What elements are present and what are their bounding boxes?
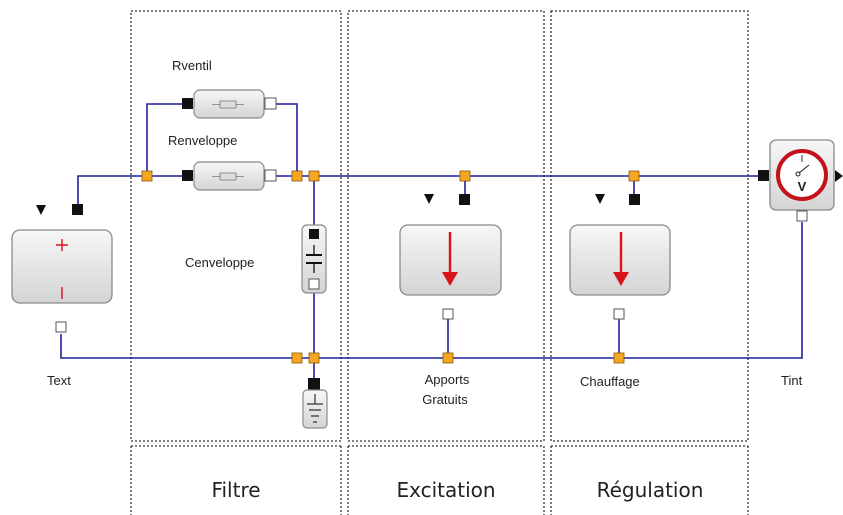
capacitor-cenveloppe[interactable] xyxy=(301,224,327,294)
frame-regulation-label xyxy=(550,445,749,515)
voltage-symbol: V xyxy=(798,179,807,194)
section-label-excitation: Excitation xyxy=(396,478,496,502)
frame-excitation-label xyxy=(347,445,545,515)
wire-bottom-bus xyxy=(60,222,803,359)
section-label-filtre: Filtre xyxy=(211,478,261,502)
label-cenveloppe: Cenveloppe xyxy=(185,255,255,270)
arrow-down-icon xyxy=(442,272,458,286)
frame-filtre xyxy=(130,10,342,442)
frame-filtre-label xyxy=(130,445,342,515)
label-rventil: Rventil xyxy=(172,58,212,73)
frame-regulation xyxy=(550,10,749,442)
pin-triangle-icon xyxy=(36,205,46,215)
frame-excitation xyxy=(347,10,545,442)
section-label-regulation: Régulation xyxy=(596,478,704,502)
wires xyxy=(60,103,803,380)
pin-triangle-icon xyxy=(424,194,434,204)
ground-symbol[interactable] xyxy=(302,378,328,429)
wire-rventil-right xyxy=(270,103,298,176)
arrow-down-icon xyxy=(613,272,629,286)
section-frames xyxy=(130,10,749,515)
excitation-source[interactable] xyxy=(399,194,502,320)
label-chauffage: Chauffage xyxy=(580,374,640,389)
tint-sensor[interactable]: I V xyxy=(758,139,843,222)
label-gratuits: Gratuits xyxy=(422,392,468,407)
current-symbol: I xyxy=(801,154,804,165)
junction-nodes xyxy=(141,170,640,364)
label-renveloppe: Renveloppe xyxy=(168,133,238,148)
wire-text-top xyxy=(77,175,147,210)
label-tint: Tint xyxy=(781,373,803,388)
resistor-renveloppe[interactable] xyxy=(182,161,277,191)
regulation-source[interactable] xyxy=(569,194,671,320)
resistor-rventil[interactable] xyxy=(182,89,277,119)
wire-rventil-left xyxy=(146,103,188,176)
pin-triangle-icon xyxy=(595,194,605,204)
label-apports: Apports xyxy=(424,372,470,387)
label-text: Text xyxy=(47,373,71,388)
text-source[interactable] xyxy=(11,204,113,333)
